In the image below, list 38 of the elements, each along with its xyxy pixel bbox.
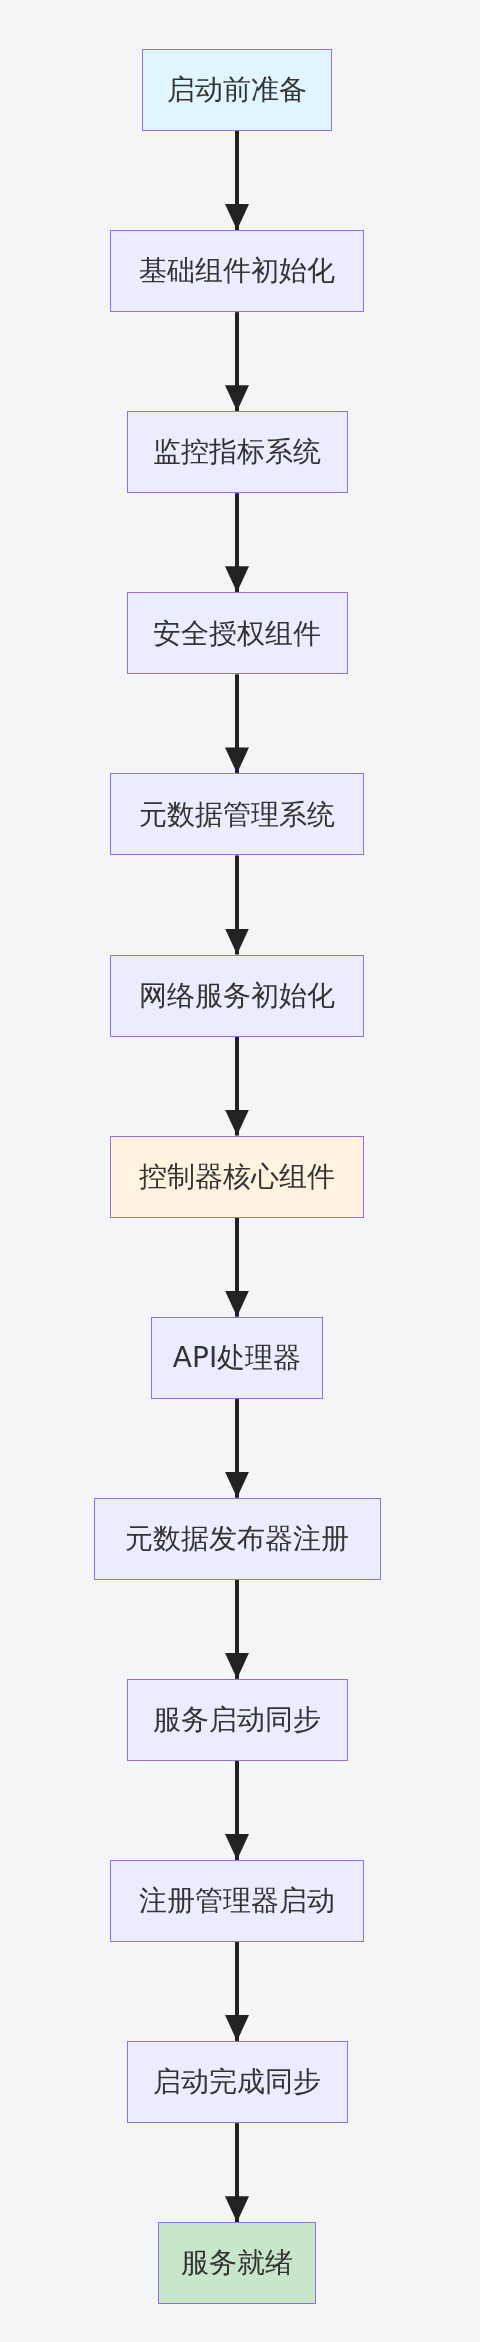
arrow <box>225 312 249 412</box>
step-label: 基础组件初始化 <box>139 254 335 288</box>
process-box <box>126 2041 348 2124</box>
arrow <box>225 855 249 955</box>
step-label: 监控指标系统 <box>153 435 321 469</box>
process-box <box>110 954 364 1037</box>
process-box <box>151 1316 323 1399</box>
process-box <box>126 1678 348 1761</box>
process-box <box>110 1860 364 1942</box>
process-box <box>158 2222 316 2305</box>
arrow <box>225 2123 249 2223</box>
arrow <box>225 1579 249 1679</box>
process-box <box>110 230 364 313</box>
arrow <box>225 1942 249 2042</box>
arrow <box>225 1398 249 1498</box>
arrow <box>225 1760 249 1860</box>
process-box <box>93 1497 381 1580</box>
step-label: 注册管理器启动 <box>139 1884 335 1918</box>
arrow <box>225 1217 249 1317</box>
step-label: 安全授权组件 <box>153 616 321 651</box>
arrow <box>225 493 249 593</box>
step-label: 启动前准备 <box>167 73 307 107</box>
step-label: 服务就绪 <box>181 2246 293 2280</box>
step-label: 启动完成同步 <box>153 2065 321 2099</box>
step-label: 网络服务初始化 <box>139 978 335 1013</box>
step-label: 元数据发布器注册 <box>125 1522 349 1556</box>
process-box <box>110 773 364 856</box>
step-label: 控制器核心组件 <box>139 1159 335 1194</box>
process-box <box>126 411 348 494</box>
arrow <box>225 131 249 231</box>
process-box <box>126 592 348 675</box>
arrow <box>225 674 249 774</box>
step-label: 元数据管理系统 <box>139 797 335 832</box>
process-box <box>142 49 332 131</box>
process-box <box>110 1135 364 1218</box>
arrow <box>225 1036 249 1136</box>
step-label: API处理器 <box>172 1340 302 1375</box>
step-label: 服务启动同步 <box>153 1703 321 1737</box>
